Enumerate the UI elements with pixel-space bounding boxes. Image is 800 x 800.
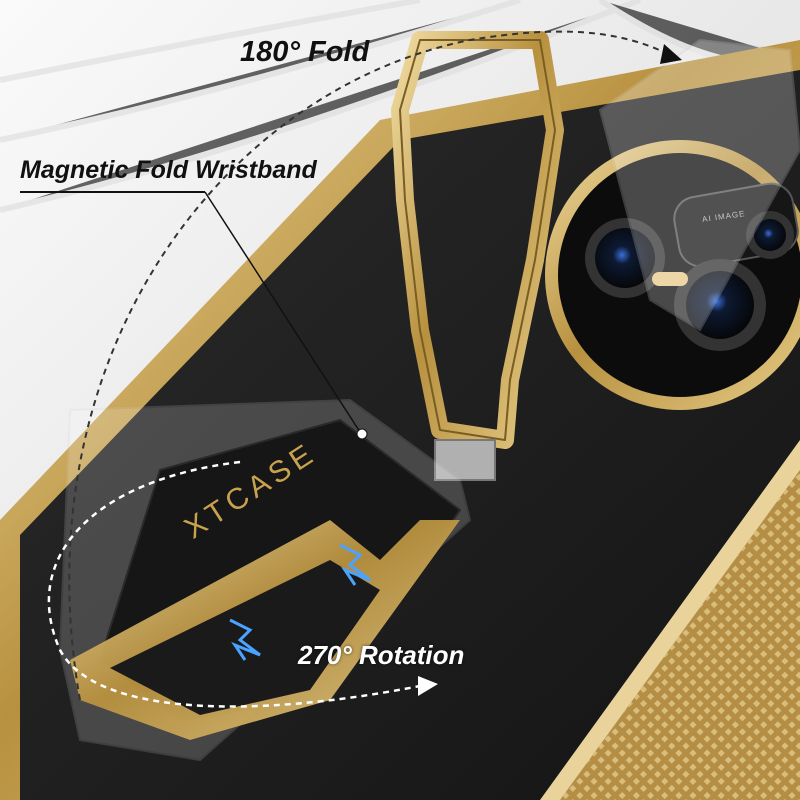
callout-dot <box>356 428 368 440</box>
ring-bracket <box>391 31 564 449</box>
hinge <box>434 439 496 481</box>
fold-arc <box>68 30 671 701</box>
camera-lens-2 <box>686 271 754 339</box>
wristband <box>58 398 472 762</box>
folded-strap-ghost <box>598 38 800 332</box>
camera-lens-1 <box>595 228 655 288</box>
arrow-head-icon <box>418 676 438 696</box>
callout-line <box>204 191 361 433</box>
frame-highlight <box>540 440 800 800</box>
camera-module <box>545 140 800 410</box>
camera-lens-3 <box>754 219 786 251</box>
rotation-label: 270° Rotation <box>298 640 465 670</box>
fold-label: 180° Fold <box>240 36 370 68</box>
rotation-arc <box>47 460 426 708</box>
arrow-head-icon <box>660 44 682 64</box>
lightning-bolt-icon <box>229 618 261 661</box>
background-fabric <box>0 0 800 213</box>
lightning-bolt-icon <box>339 543 371 586</box>
flash <box>652 272 688 286</box>
wristband-label: Magnetic Fold Wristband <box>20 156 317 184</box>
